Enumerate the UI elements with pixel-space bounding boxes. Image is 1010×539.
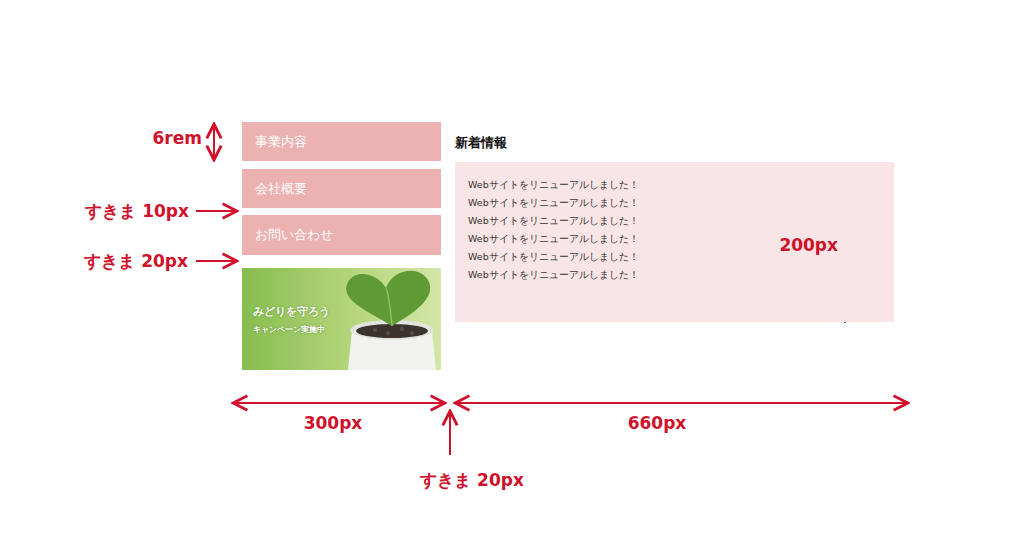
banner-title: みどりを守ろう xyxy=(253,304,330,319)
dimension-label: すきま 20px xyxy=(420,470,524,490)
section-heading: 新着情報 xyxy=(455,134,507,152)
menu-button: 会社概要 xyxy=(242,169,441,208)
banner-subtitle: キャンペーン実施中 xyxy=(253,324,325,335)
dimension-arrows xyxy=(196,124,908,455)
dimension-label: 6rem xyxy=(153,128,202,148)
menu-label: 会社概要 xyxy=(255,180,307,198)
dimension-label: 200px xyxy=(779,235,838,255)
menu-label: 事業内容 xyxy=(255,133,307,151)
news-item: Webサイトをリニューアルしました！ xyxy=(468,176,881,194)
dimension-label: 660px xyxy=(628,413,687,433)
news-item: Webサイトをリニューアルしました！ xyxy=(468,266,881,284)
menu-button: 事業内容 xyxy=(242,122,441,161)
banner-picture xyxy=(242,268,441,370)
news-item: Webサイトをリニューアルしました！ xyxy=(468,212,881,230)
menu-button: お問い合わせ xyxy=(242,215,441,255)
dimension-label: 300px xyxy=(304,413,363,433)
dimension-label: すきま 20px xyxy=(84,251,188,271)
dimension-label: すきま 10px xyxy=(85,201,189,221)
campaign-banner: みどりを守ろうキャンペーン実施中 xyxy=(242,268,441,370)
news-item: Webサイトをリニューアルしました！ xyxy=(468,194,881,212)
menu-label: お問い合わせ xyxy=(255,226,333,244)
